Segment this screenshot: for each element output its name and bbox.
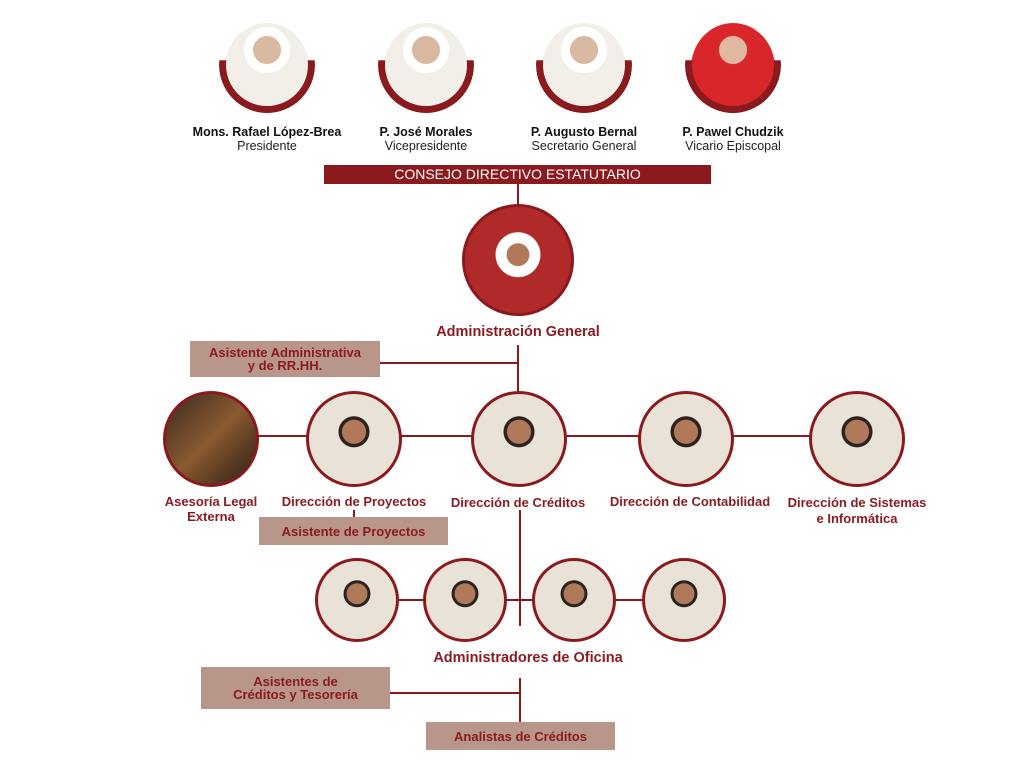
direction-label: Dirección de Contabilidad — [609, 494, 771, 509]
council-role: Vicario Episcopal — [685, 139, 781, 153]
box-line: Créditos y Tesorería — [233, 687, 358, 702]
direction-photo — [638, 391, 734, 487]
connector — [353, 510, 355, 517]
box-line: y de RR.HH. — [247, 358, 323, 373]
box-line: Asistentes de — [253, 674, 338, 689]
admin-general-photo — [462, 204, 574, 316]
asistente-proyectos-box: Asistente de Proyectos — [259, 517, 448, 545]
box-line: Asistente Administrativa — [209, 345, 361, 360]
council-photo-1 — [219, 17, 315, 113]
council-photo-4 — [685, 17, 781, 113]
direction-photo — [471, 391, 567, 487]
office-admin-photo — [532, 558, 616, 642]
analistas-box: Analistas de Créditos — [426, 722, 615, 750]
office-admin-photo — [423, 558, 507, 642]
council-photo-3 — [536, 17, 632, 113]
label-line: Dirección de Sistemas — [787, 495, 927, 510]
council-name: P. Augusto Bernal — [530, 125, 638, 139]
council-role: Presidente — [237, 139, 297, 153]
connector — [519, 510, 521, 626]
connector — [519, 678, 521, 722]
direction-photo — [809, 391, 905, 487]
direction-label: Dirección de Proyectos — [281, 494, 427, 509]
asistente-admin-box: Asistente Administrativa y de RR.HH. — [190, 341, 380, 377]
office-admin-photo — [642, 558, 726, 642]
label-line: Externa — [187, 509, 235, 524]
label-line: Asesoría Legal — [164, 494, 258, 509]
direction-label: Dirección de Créditos — [450, 495, 586, 510]
council-name: P. Pawel Chudzik — [682, 125, 784, 139]
council-banner: CONSEJO DIRECTIVO ESTATUTARIO — [324, 165, 711, 184]
asistentes-creditos-box: Asistentes de Créditos y Tesorería — [201, 667, 390, 709]
council-name: Mons. Rafael López-Brea — [192, 125, 342, 139]
council-role: Secretario General — [531, 139, 637, 153]
admin-general-label: Administración General — [436, 324, 600, 340]
label-line: e Informática — [816, 511, 898, 526]
direction-photo — [163, 391, 259, 487]
council-role: Vicepresidente — [384, 139, 468, 153]
connector — [517, 345, 519, 391]
council-photo-2 — [378, 17, 474, 113]
connector — [390, 692, 521, 694]
connector — [517, 184, 519, 205]
administradores-label: Administradores de Oficina — [433, 650, 623, 666]
direction-photo — [306, 391, 402, 487]
council-name: P. José Morales — [379, 125, 473, 139]
connector — [380, 362, 519, 364]
connector — [357, 599, 684, 601]
office-admin-photo — [315, 558, 399, 642]
